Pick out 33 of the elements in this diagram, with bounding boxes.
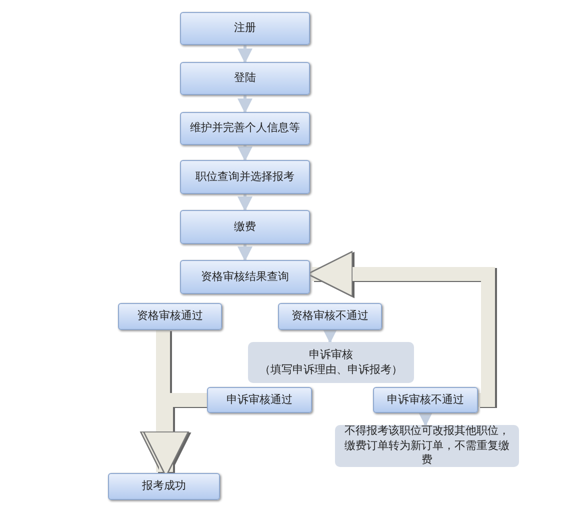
arrow	[238, 145, 252, 162]
process-box	[180, 112, 310, 145]
box-label: 申诉审核通过	[226, 392, 292, 408]
box-label: 不得报考该职位可改报其他职位，缴费订单转为新订单，不需重复缴费	[344, 424, 510, 468]
box-label: 申诉审核不通过	[387, 392, 464, 408]
process-box	[207, 387, 312, 413]
box-label: （填写申诉理由、申诉报考）	[260, 362, 402, 378]
box-label: 报考成功	[142, 479, 186, 494]
arrow	[238, 45, 252, 64]
box-label: 职位查询并选择报考	[196, 170, 294, 184]
arrow	[238, 244, 252, 262]
process-box	[373, 387, 478, 413]
box-label: 资格审核结果查询	[201, 270, 289, 284]
arrow	[418, 412, 433, 426]
box-label: 缴费	[234, 220, 256, 234]
note-box	[248, 342, 414, 383]
process-box	[108, 473, 220, 500]
box-label: 注册	[234, 21, 256, 36]
arrow	[322, 328, 338, 344]
process-box	[180, 62, 310, 95]
process-box	[118, 303, 222, 330]
process-box	[278, 303, 382, 330]
box-label: 申诉审核	[309, 348, 353, 362]
process-box	[180, 260, 310, 294]
arrow	[238, 194, 252, 212]
arrow	[238, 95, 252, 114]
box-label: 维护并完善个人信息等	[190, 121, 300, 136]
box-label: 资格审核不通过	[292, 309, 368, 324]
box-label: 登陆	[234, 71, 256, 86]
box-label: 资格审核通过	[137, 309, 203, 324]
process-box	[180, 210, 310, 244]
process-box	[180, 12, 310, 45]
process-box	[180, 160, 310, 194]
